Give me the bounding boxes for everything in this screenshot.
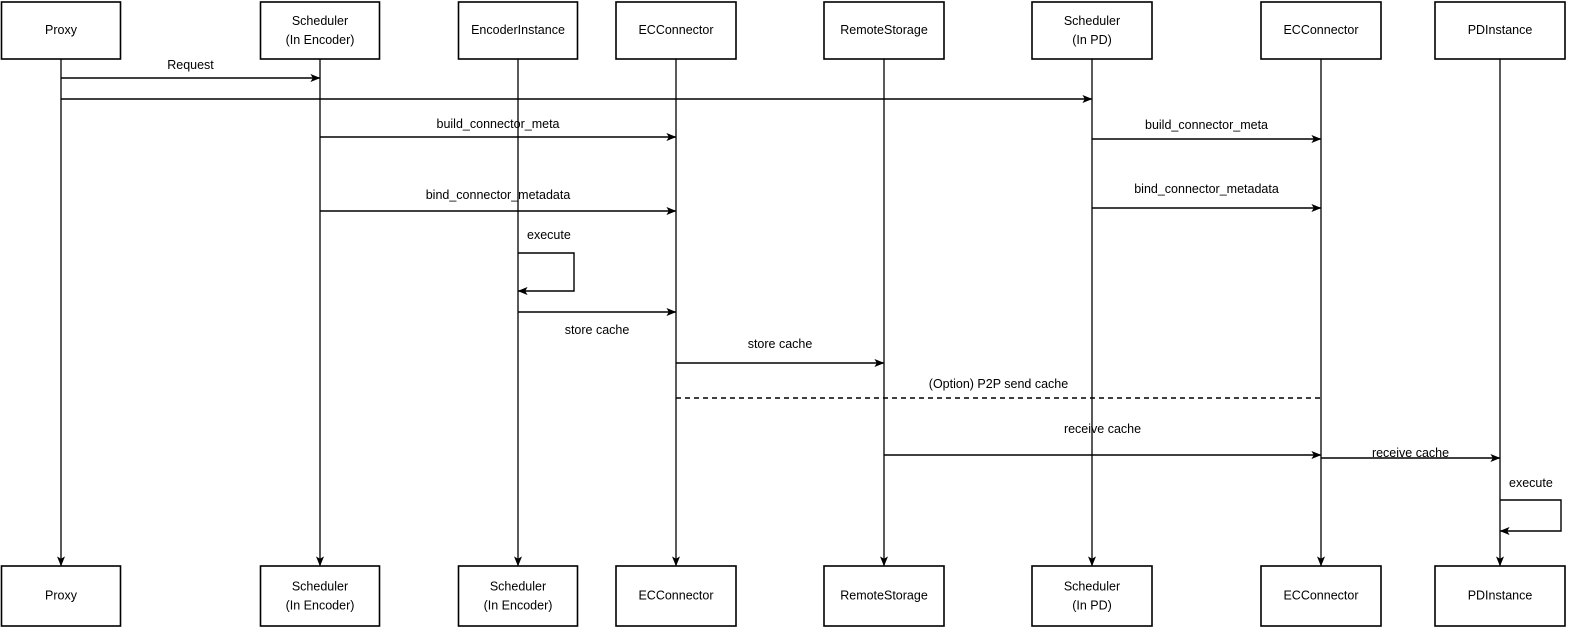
bottom-participant-label-sched_pd-line2: (In PD)	[1072, 598, 1112, 612]
top-participant-label-enc_inst: EncoderInstance	[471, 23, 565, 37]
top-participant-label-pd_inst: PDInstance	[1468, 23, 1533, 37]
top-participant-label-sched_pd-line2: (In PD)	[1072, 33, 1112, 47]
top-participant-box-remote_store[interactable]	[823, 1, 945, 60]
bottom-participant-label-enc_inst-line2: (In Encoder)	[484, 598, 553, 612]
message-label-m9: (Option) P2P send cache	[929, 377, 1068, 391]
self-call-s2	[1499, 499, 1562, 535]
self-call-label-s2: execute	[1509, 476, 1553, 490]
bottom-participant-box-sched_pd[interactable]	[1031, 565, 1153, 627]
top-participant-label-ec_conn_right: ECConnector	[1283, 23, 1358, 37]
messages-group: Request build_connector_meta build_connect…	[61, 58, 1501, 462]
lifelines-group	[57, 59, 1504, 567]
message-label-m6: bind_connector_metadata	[1134, 182, 1279, 196]
top-participant-box-sched_pd[interactable]	[1031, 1, 1153, 60]
bottom-participant-label-sched_enc-line2: (In Encoder)	[286, 598, 355, 612]
top-participant-box-sched_enc[interactable]	[259, 1, 381, 60]
bottom-participant-label-proxy: Proxy	[45, 588, 78, 602]
top-participant-label-proxy: Proxy	[45, 23, 78, 37]
self-calls-group: execute execute	[517, 228, 1562, 535]
top-participant-box-ec_conn_left[interactable]	[615, 1, 737, 60]
bottom-participant-label-pd_inst: PDInstance	[1468, 588, 1533, 602]
top-participant-label-sched_pd-line1: Scheduler	[1064, 14, 1120, 28]
message-label-m8: store cache	[748, 337, 813, 351]
bottom-participant-label-remote_store: RemoteStorage	[840, 588, 928, 602]
message-label-m3: build_connector_meta	[437, 117, 560, 131]
bottom-participant-boxes: Proxy Scheduler (In Encoder) Scheduler (In E…	[0, 565, 1566, 627]
top-participant-label-ec_conn_left: ECConnector	[638, 23, 713, 37]
message-label-m7: store cache	[565, 323, 630, 337]
bottom-participant-label-ec_conn_left: ECConnector	[638, 588, 713, 602]
bottom-participant-label-sched_enc-line1: Scheduler	[292, 579, 348, 593]
self-call-s1	[517, 252, 575, 295]
bottom-participant-box-ec_conn_right[interactable]	[1260, 565, 1382, 627]
bottom-participant-box-sched_enc[interactable]	[259, 565, 381, 627]
message-label-m10: receive cache	[1064, 422, 1141, 436]
top-participant-label-sched_enc-line1: Scheduler	[292, 14, 348, 28]
top-participant-box-ec_conn_right[interactable]	[1260, 1, 1382, 60]
top-participant-boxes: Proxy Scheduler (In Encoder) EncoderInstanc…	[0, 1, 1566, 60]
bottom-participant-label-sched_pd-line1: Scheduler	[1064, 579, 1120, 593]
bottom-participant-label-enc_inst-line1: Scheduler	[490, 579, 546, 593]
top-participant-label-remote_store: RemoteStorage	[840, 23, 928, 37]
top-participant-label-sched_enc-line2: (In Encoder)	[286, 33, 355, 47]
message-label-m1: Request	[167, 58, 214, 72]
bottom-participant-box-ec_conn_left[interactable]	[615, 565, 737, 627]
top-participant-box-proxy[interactable]	[0, 1, 122, 60]
bottom-participant-box-pd_inst[interactable]	[1434, 565, 1566, 627]
top-participant-box-pd_inst[interactable]	[1434, 1, 1566, 60]
message-label-m4: build_connector_meta	[1145, 118, 1268, 132]
message-label-m11: receive cache	[1372, 446, 1449, 460]
bottom-participant-box-proxy[interactable]	[0, 565, 122, 627]
message-label-m5: bind_connector_metadata	[426, 188, 571, 202]
top-participant-box-enc_inst[interactable]	[457, 1, 579, 60]
self-call-label-s1: execute	[527, 228, 571, 242]
bottom-participant-box-enc_inst[interactable]	[457, 565, 579, 627]
bottom-participant-box-remote_store[interactable]	[823, 565, 945, 627]
bottom-participant-label-ec_conn_right: ECConnector	[1283, 588, 1358, 602]
